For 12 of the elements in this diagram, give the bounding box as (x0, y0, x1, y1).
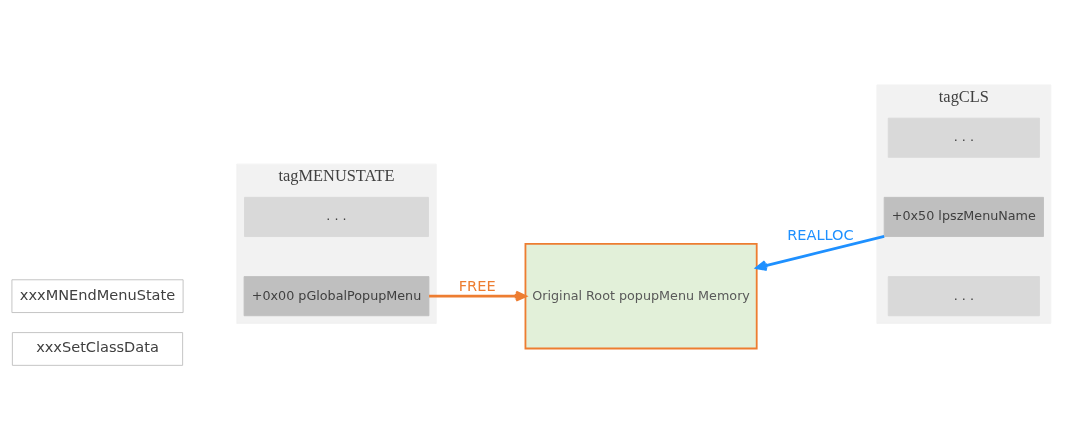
arrow (429, 290, 527, 302)
node-box: . . . (244, 196, 429, 237)
node-box: xxxMNEndMenuState (11, 279, 184, 313)
arrow (755, 235, 885, 271)
node-box: +0x50 lpszMenuName (883, 196, 1044, 237)
node-box: . . . (887, 117, 1040, 158)
node-box: xxxSetClassData (11, 332, 184, 366)
node-box: . . . (887, 276, 1040, 317)
edge-label: REALLOC (787, 226, 854, 244)
node-box: Original Root popupMenu Memory (524, 242, 758, 350)
edge-label: FREE (458, 277, 496, 295)
node-box: +0x00 pGlobalPopupMenu (243, 276, 430, 317)
